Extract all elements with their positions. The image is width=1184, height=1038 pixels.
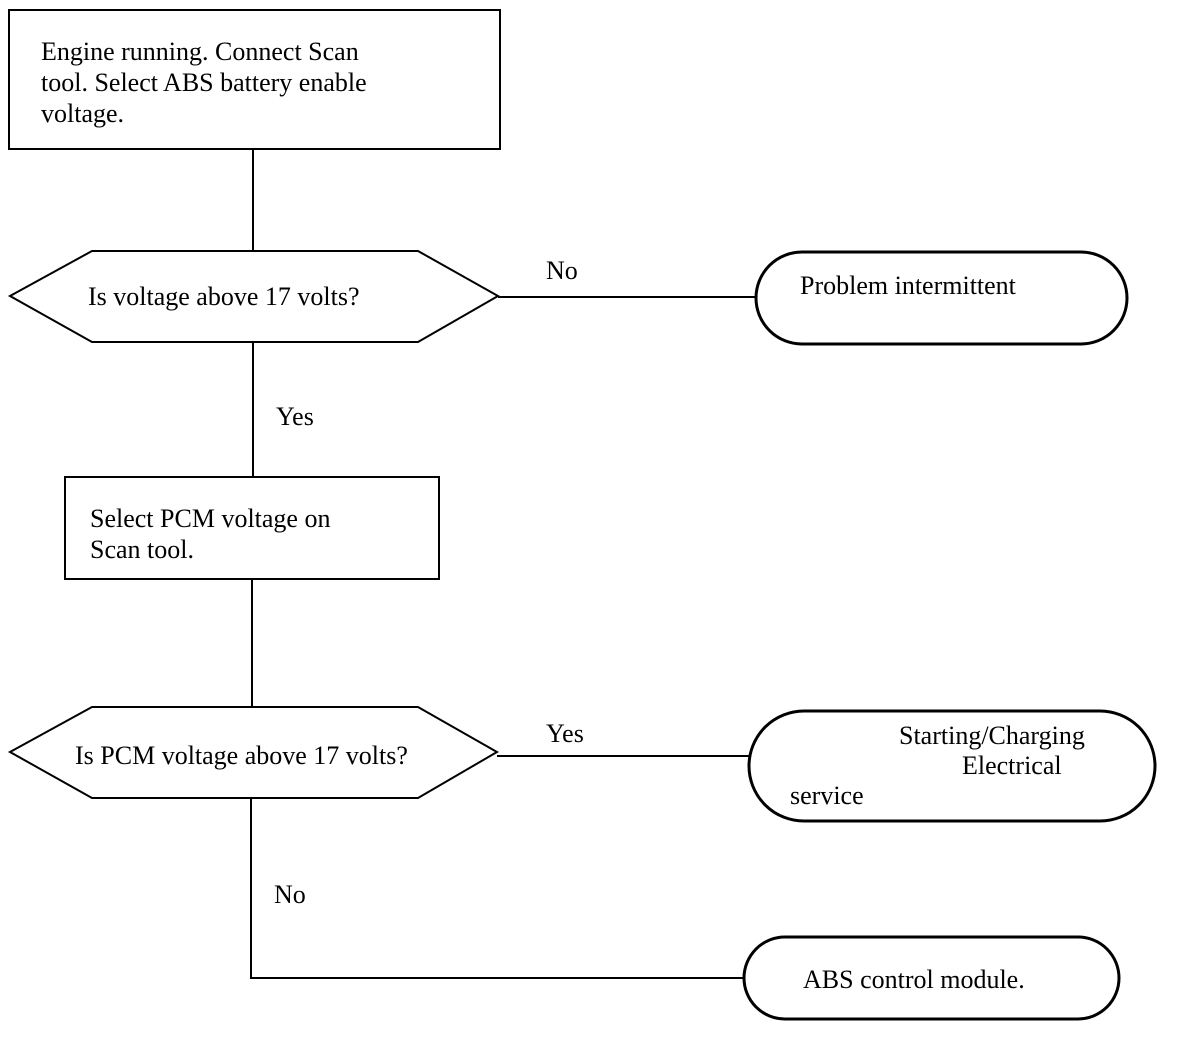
- terminal-starting-charging-service: Starting/Charging Electrical service: [747, 709, 1157, 823]
- decision-voltage-check: Is voltage above 17 volts?: [7, 250, 501, 343]
- terminal-abs-text: ABS control module.: [803, 965, 1025, 994]
- decision1-no-label: No: [546, 256, 578, 285]
- terminal-intermittent-text: Problem intermittent: [800, 271, 1017, 300]
- pcm-process-box: Select PCM voltage on Scan tool.: [64, 476, 440, 580]
- start-process-box: Engine running. Connect Scan tool. Selec…: [8, 9, 501, 150]
- terminal-service-line-1: Starting/Charging: [899, 721, 1085, 750]
- decision2-yes-label: Yes: [546, 719, 584, 748]
- decision2-text: Is PCM voltage above 17 volts?: [75, 741, 408, 770]
- start-box-line-3: voltage.: [41, 99, 124, 128]
- decision-pcm-voltage-check: Is PCM voltage above 17 volts?: [7, 706, 500, 799]
- pcm-box-line-2: Scan tool.: [90, 535, 194, 564]
- pcm-box-line-1: Select PCM voltage on: [90, 504, 330, 533]
- terminal-service-line-3: service: [790, 781, 864, 810]
- decision1-text: Is voltage above 17 volts?: [88, 282, 360, 311]
- terminal-problem-intermittent: Problem intermittent: [754, 250, 1129, 346]
- start-box-line-1: Engine running. Connect Scan: [41, 37, 359, 66]
- start-box-line-2: tool. Select ABS battery enable: [41, 68, 367, 97]
- connector-decision2-no: [250, 799, 745, 979]
- terminal-abs-control-module: ABS control module.: [742, 935, 1121, 1021]
- decision1-yes-label: Yes: [276, 402, 314, 431]
- decision2-no-label: No: [274, 880, 306, 909]
- terminal-service-line-2: Electrical: [962, 751, 1062, 780]
